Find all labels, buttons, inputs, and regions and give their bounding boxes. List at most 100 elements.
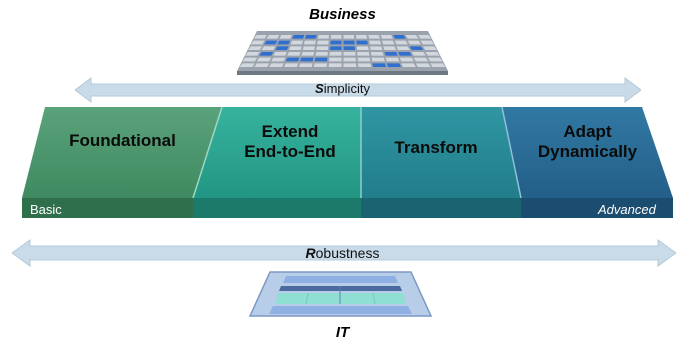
business-grid-tile — [328, 63, 342, 67]
business-grid-tile — [288, 46, 302, 50]
simplicity-label-rest: implicity — [323, 81, 370, 96]
business-grid-tile — [384, 52, 398, 56]
business-grid-tile — [300, 57, 314, 62]
edge-strip-3 — [361, 198, 521, 218]
stage-foundational-line1: Foundational — [69, 131, 176, 150]
stage-transform-line1: Transform — [394, 138, 478, 157]
stage-adapt-line1: Adapt — [563, 122, 612, 141]
business-grid-tile — [239, 63, 255, 67]
business-grid-tile — [357, 57, 371, 62]
edge-strip-2 — [193, 198, 361, 218]
business-grid-tile — [415, 63, 431, 67]
business-grid-tile — [357, 63, 372, 67]
business-grid-icon — [237, 31, 448, 75]
business-grid-tile — [290, 40, 303, 45]
business-grid-tile — [275, 46, 289, 50]
business-grid-tile — [355, 35, 368, 39]
business-grid-tile — [277, 40, 291, 45]
business-grid-tile — [317, 40, 329, 45]
business-grid-tile — [256, 57, 272, 62]
business-grid-tile — [313, 63, 328, 67]
business-grid-tile — [357, 52, 370, 56]
business-grid-tile — [287, 52, 301, 56]
stage-extend-line2: End-to-End — [244, 142, 336, 161]
business-grid-tile — [369, 40, 382, 45]
business-grid-tile — [343, 57, 356, 62]
business-grid-tile — [430, 63, 446, 67]
business-grid-tile — [411, 52, 426, 56]
business-grid-tile — [273, 52, 287, 56]
business-grid-tile — [386, 63, 401, 67]
simplicity-label: Simplicity — [0, 81, 685, 96]
business-grid-tile — [292, 35, 305, 39]
business-grid-tile — [343, 63, 357, 67]
robustness-arrow — [12, 239, 676, 267]
business-grid-tile — [343, 46, 356, 50]
business-grid-tile — [245, 52, 260, 56]
advanced-label: Advanced — [598, 202, 656, 217]
basic-label: Basic — [30, 202, 62, 217]
business-grid-tile — [343, 35, 355, 39]
business-grid-tile — [407, 40, 421, 45]
robustness-label-rest: obustness — [315, 245, 380, 261]
business-grid-tile — [269, 63, 284, 67]
stage-panel-foundational — [22, 107, 222, 198]
business-grid-tile — [401, 63, 416, 67]
business-grid-tile — [394, 40, 408, 45]
business-grid-tile — [315, 52, 328, 56]
business-grid-tile — [370, 52, 384, 56]
business-grid-tile — [264, 40, 278, 45]
stage-panel-adapt — [502, 107, 673, 198]
business-grid-tile — [371, 57, 385, 62]
business-grid-tile — [279, 35, 292, 39]
robustness-label: Robustness — [0, 245, 685, 261]
business-title: Business — [309, 6, 376, 23]
business-grid-tile — [261, 46, 276, 50]
business-grid-tile — [368, 35, 380, 39]
business-grid-tile — [420, 40, 435, 45]
business-grid-tile — [418, 35, 432, 39]
stage-foundational: Foundational — [40, 131, 205, 151]
business-grid-tile — [305, 35, 317, 39]
business-grid-tile — [302, 46, 316, 50]
business-grid-tile — [284, 63, 299, 67]
business-grid-tile — [316, 46, 329, 50]
stage-panel-extend — [193, 107, 361, 198]
stage-panel-transform — [361, 107, 521, 198]
business-grid-tile — [343, 52, 356, 56]
business-grid-tile — [329, 46, 342, 50]
maturity-band — [22, 106, 673, 218]
stage-transform: Transform — [361, 138, 511, 158]
edge-strip-4 — [521, 198, 673, 218]
business-grid-tile — [271, 57, 286, 62]
business-grid-tile — [409, 46, 424, 50]
business-grid-tile — [427, 57, 443, 62]
business-grid-tile — [380, 35, 393, 39]
business-grid-tile — [425, 52, 440, 56]
business-grid-tile — [396, 46, 410, 50]
robustness-label-lead: R — [305, 245, 316, 261]
simplicity-label-lead: S — [315, 81, 324, 96]
business-grid-tile — [382, 40, 395, 45]
business-grid-tile — [329, 52, 342, 56]
simplicity-arrow — [75, 77, 641, 103]
business-grid-tile — [405, 35, 419, 39]
stage-adapt-line2: Dynamically — [537, 142, 638, 161]
business-grid-tile — [356, 46, 369, 50]
business-grid-tile — [242, 57, 258, 62]
business-grid-tile — [330, 40, 342, 45]
business-grid-tile — [372, 63, 387, 67]
business-grid-tile — [259, 52, 274, 56]
business-grid-tile — [393, 35, 406, 39]
stage-extend: Extend End-to-End — [210, 122, 370, 162]
business-grid-tile — [369, 46, 383, 50]
business-grid-tile — [250, 40, 265, 45]
it-title: IT — [335, 324, 350, 341]
business-grid-tile — [301, 52, 315, 56]
business-grid-tile — [330, 35, 342, 39]
business-grid-tile — [298, 63, 313, 67]
it-platform-icon — [248, 271, 433, 317]
stage-adapt: Adapt Dynamically — [510, 122, 665, 162]
edge-strip-1 — [22, 198, 193, 218]
business-grid-tile — [266, 35, 280, 39]
